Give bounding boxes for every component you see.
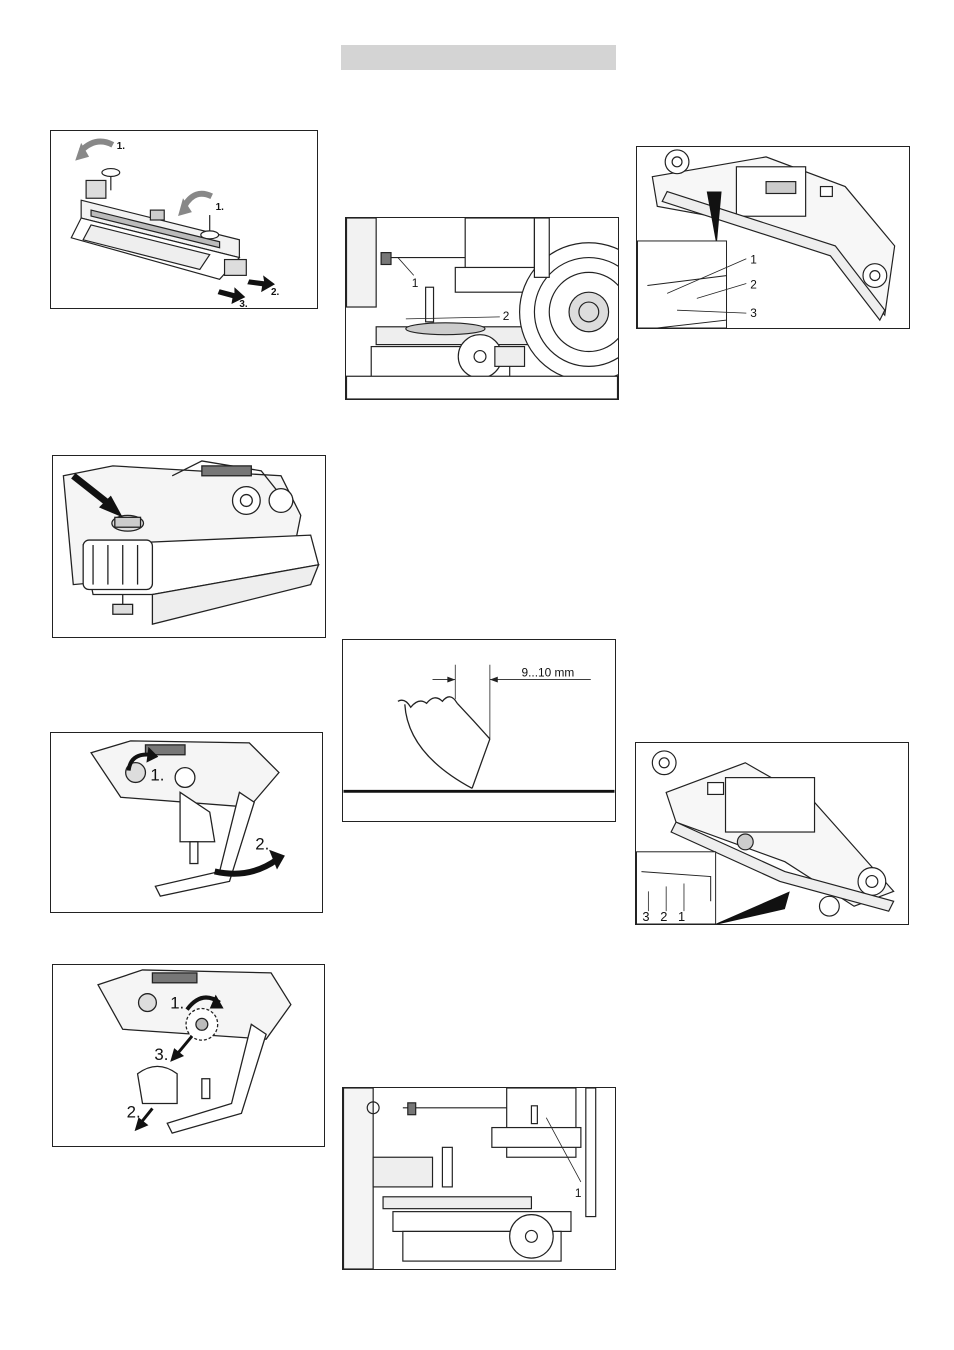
callout-2: 2	[660, 909, 667, 924]
callout-2: 2.	[255, 835, 269, 854]
figure-adjustment-mechanism: 1 2	[345, 217, 619, 400]
callout-2: 2	[750, 277, 757, 291]
figure-squeegee-frame-top: 1 2 3	[636, 146, 910, 329]
callout-1: 1	[412, 276, 419, 290]
figure-squeegee-blade-removal: 1. 1. 2. 3.	[50, 130, 318, 309]
section-header-bar	[341, 45, 616, 70]
figure-wheel-knob	[52, 455, 326, 638]
callout-2: 2.	[127, 1102, 141, 1121]
callout-1: 1	[750, 253, 757, 267]
callout-3: 3.	[239, 299, 247, 308]
callout-3: 3.	[154, 1045, 168, 1064]
figure-squeegee-frame-side: 3 2 1	[635, 742, 909, 925]
dimension-label: 9...10 mm	[522, 666, 575, 680]
figure-brush-removal: 1. 3. 2.	[52, 964, 325, 1147]
callout-3: 3	[750, 306, 757, 320]
figure-bristle-length: 9...10 mm	[342, 639, 616, 822]
callout-1: 1.	[150, 765, 164, 784]
callout-1: 1	[575, 1186, 582, 1200]
figure-side-squeegee-removal: 1. 2.	[50, 732, 323, 913]
figure-mechanism-detail: 1	[342, 1087, 616, 1270]
callout-1a: 1.	[117, 141, 125, 152]
callout-1: 1	[678, 909, 685, 924]
callout-3: 3	[642, 909, 649, 924]
callout-2: 2.	[271, 287, 279, 298]
callout-1b: 1.	[216, 202, 224, 213]
callout-2: 2	[503, 309, 510, 323]
callout-1: 1.	[170, 994, 184, 1013]
